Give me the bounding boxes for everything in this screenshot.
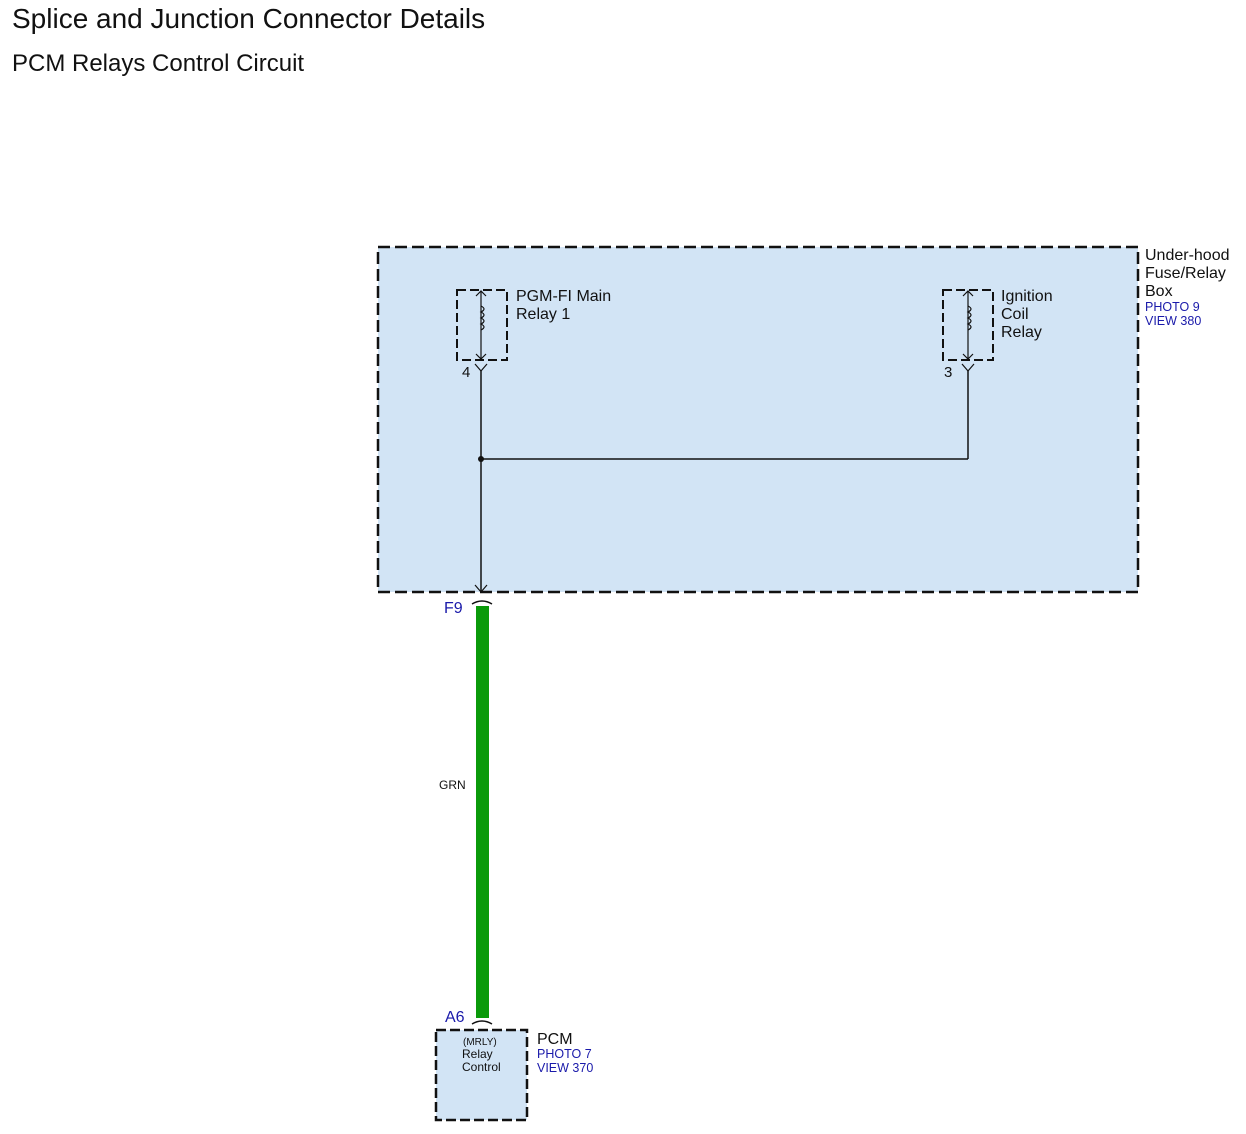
pcm-view-link[interactable]: VIEW 370 [537,1061,593,1075]
fuse-box-photo-link[interactable]: PHOTO 9 [1145,300,1200,314]
fuse-box-name-line-2: Fuse/Relay [1145,265,1226,282]
page-title: Splice and Junction Connector Details [12,3,486,34]
connector-a6-icon [471,1020,493,1025]
pcm-box[interactable] [434,1028,529,1122]
relay-2-pin: 3 [944,364,952,381]
ignition-coil-relay[interactable] [942,289,994,361]
pcm-pin-function-line-3: Control [462,1060,501,1074]
pcm-pin-function-line-1: (MRLY) [463,1037,497,1048]
grn-wire[interactable] [476,606,489,1018]
wire-color-label: GRN [439,778,466,792]
fuse-box-name-line-3: Box [1145,283,1173,300]
fuse-box-name-line-1: Under-hood [1145,247,1230,264]
relay-1-label-line-2: Relay 1 [516,306,570,323]
relay-coil-icon [479,305,485,331]
pgm-fi-main-relay-1[interactable] [456,289,508,361]
fuse-relay-box[interactable] [376,245,1140,594]
connector-f9-icon [471,600,493,605]
relay-1-pin: 4 [462,364,470,381]
connector-a6-label[interactable]: A6 [445,1009,465,1026]
relay-2-label-line-1: Ignition [1001,288,1053,305]
relay-1-label-line-1: PGM-FI Main [516,288,611,305]
pin-terminal-icon [474,584,488,593]
pcm-name: PCM [537,1031,573,1048]
relay-2-label-line-2: Coil [1001,306,1029,323]
relay-coil-icon [966,305,972,331]
connector-f9-label[interactable]: F9 [444,600,463,617]
relay-2-label-line-3: Relay [1001,324,1042,341]
pcm-pin-function-line-2: Relay [462,1047,493,1061]
page-subtitle: PCM Relays Control Circuit [12,50,305,77]
fuse-box-view-link[interactable]: VIEW 380 [1145,314,1201,328]
pcm-photo-link[interactable]: PHOTO 7 [537,1047,592,1061]
splice-point [478,456,484,462]
